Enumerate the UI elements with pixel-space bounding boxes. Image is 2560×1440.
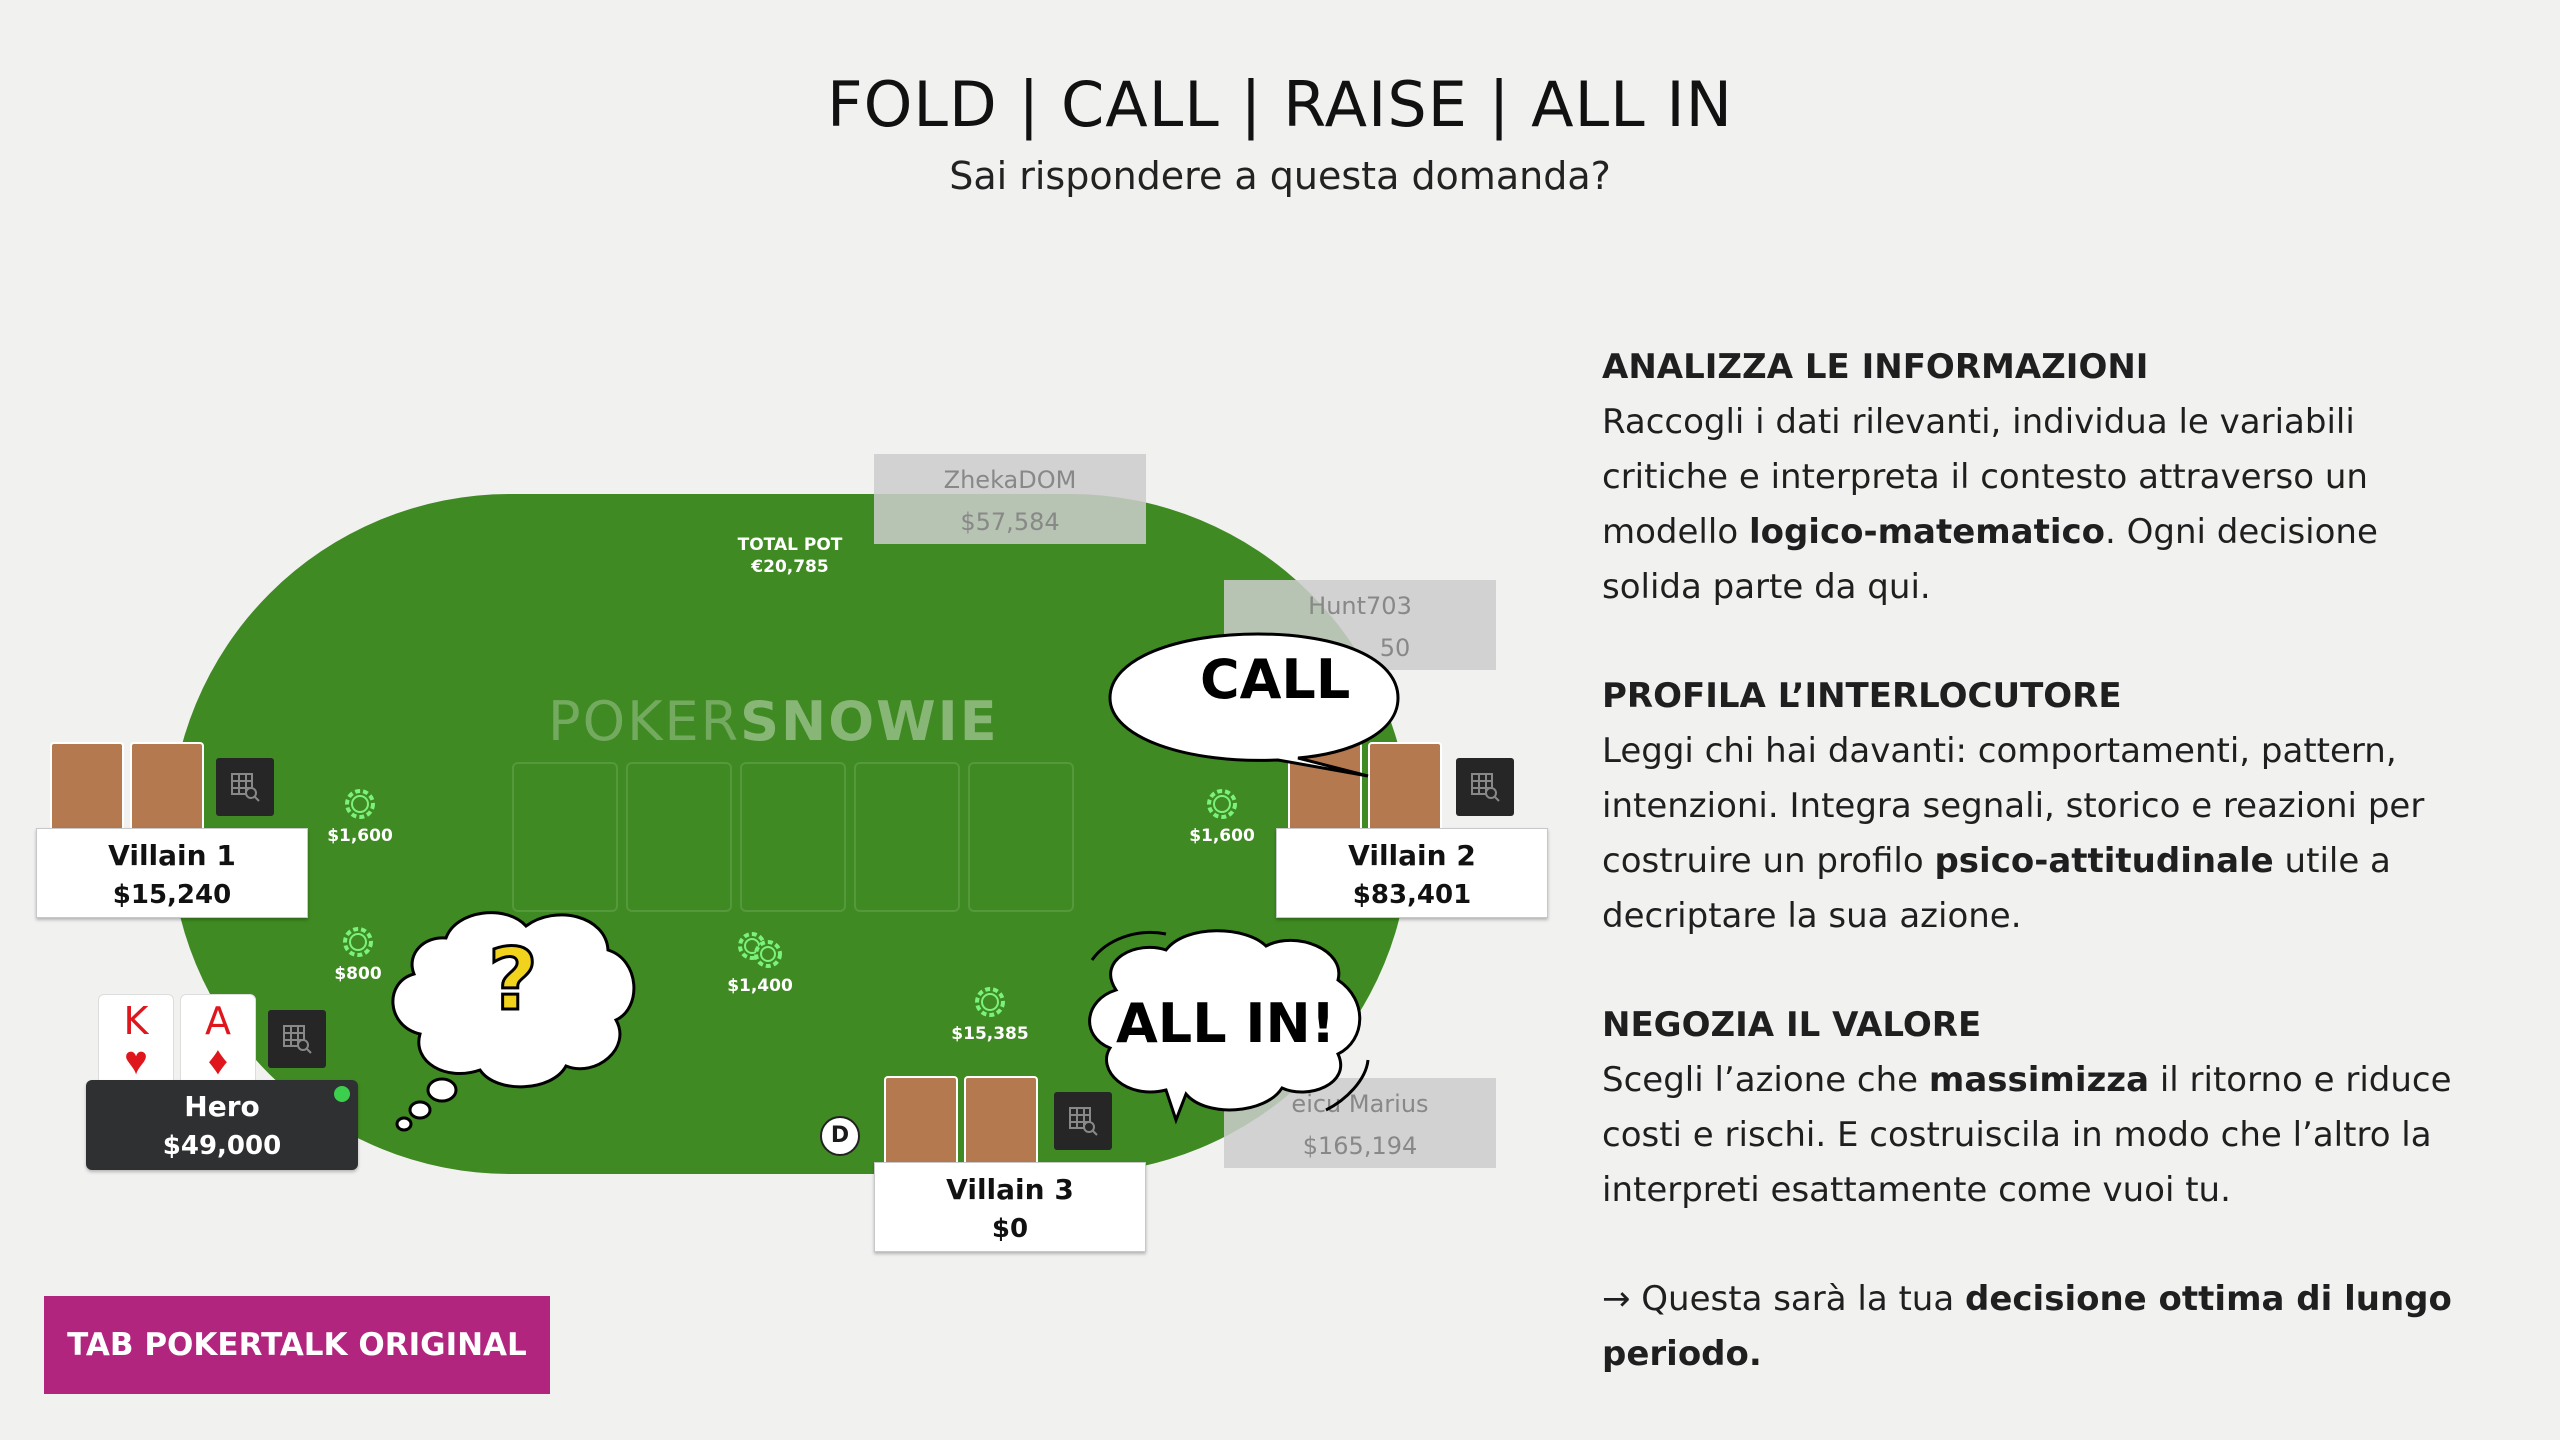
seat-name: Villain 3 xyxy=(946,1173,1074,1206)
bet-amount: $1,600 xyxy=(1189,826,1255,846)
board-slot xyxy=(854,762,960,912)
section-heading: ANALIZZA LE INFORMAZIONI xyxy=(1602,347,2149,387)
seat-name: Villain 1 xyxy=(108,839,236,872)
seat-stack: $0 xyxy=(991,1214,1029,1244)
board-slot xyxy=(740,762,846,912)
body-text: → Questa sarà la tua xyxy=(1602,1279,1965,1319)
diamond-suit-icon: ♦ xyxy=(207,1039,229,1083)
seat-stack: $83,401 xyxy=(1352,880,1472,910)
total-pot: TOTAL POT €20,785 xyxy=(730,534,850,578)
page-title: FOLD | CALL | RAISE | ALL IN xyxy=(826,68,1734,141)
seat-stack: $15,240 xyxy=(112,880,232,910)
seat-name: Hunt703 xyxy=(1308,592,1412,620)
hud-stats-icon[interactable] xyxy=(216,758,274,816)
seat-villain-2[interactable]: Villain 2 $83,401 xyxy=(1276,828,1548,918)
board-slot xyxy=(968,762,1074,912)
card-back xyxy=(964,1076,1038,1162)
bet-amount: $800 xyxy=(334,964,382,984)
chip-icon xyxy=(1207,789,1237,819)
bet-amount: $1,600 xyxy=(327,826,393,846)
tab-pokertalk-button[interactable]: TAB POKERTALK ORIGINAL xyxy=(44,1296,550,1394)
info-panel: ANALIZZA LE INFORMAZIONI Raccogli i dati… xyxy=(1602,340,2482,1436)
watermark-poker: POKER xyxy=(548,690,741,753)
bet-villain-2: $1,600 xyxy=(1162,786,1282,846)
body-text: Raccogli i dati rilevanti, individua le … xyxy=(1602,402,2368,552)
body-bold: decisione ottima di lungo periodo. xyxy=(1602,1279,2452,1374)
body-bold: psico-attitudinale xyxy=(1934,841,2274,881)
section-body: Leggi chi hai davanti: comportamenti, pa… xyxy=(1602,724,2482,944)
pot-chips: $1,400 xyxy=(700,928,820,996)
chip-icon xyxy=(975,987,1005,1017)
card-back xyxy=(130,742,204,828)
body-bold: logico-matematico xyxy=(1748,512,2106,552)
question-mark-icon: ? xyxy=(487,929,540,1032)
seat-stack: $49,000 xyxy=(162,1131,282,1161)
total-pot-value: €20,785 xyxy=(751,557,829,577)
call-text: CALL xyxy=(1200,648,1351,711)
dealer-button: D xyxy=(820,1116,860,1156)
bet-villain-3: $15,385 xyxy=(930,984,1050,1044)
total-pot-label: TOTAL POT xyxy=(737,535,843,555)
shout-bubble-all-in xyxy=(1088,929,1370,1125)
body-text: Leggi chi hai davanti: comportamenti, pa… xyxy=(1602,731,2425,881)
section-heading: NEGOZIA IL VALORE xyxy=(1602,1005,1982,1045)
seat-name: eicu Marius xyxy=(1291,1090,1429,1118)
section-body: Raccogli i dati rilevanti, individua le … xyxy=(1602,395,2482,615)
bet-hero: $800 xyxy=(298,924,418,984)
chip-stack-icon xyxy=(738,932,782,968)
card-back xyxy=(1368,742,1442,828)
hud-stats-icon[interactable] xyxy=(1456,758,1514,816)
seat-hero[interactable]: Hero $49,000 xyxy=(86,1080,358,1170)
seat-stack: $57,584 xyxy=(960,508,1060,536)
board-slot xyxy=(626,762,732,912)
all-in-text: ALL IN! xyxy=(1116,992,1336,1055)
body-text: . Ogni decisione solida parte da qui. xyxy=(1602,512,2378,607)
body-text: Scegli l’azione che xyxy=(1602,1060,1929,1100)
conclusion: → Questa sarà la tua decisione ottima di… xyxy=(1602,1272,2482,1382)
seat-name: ZhekaDOM xyxy=(943,466,1077,494)
seat-stack: $165,194 xyxy=(1302,1132,1418,1160)
chip-icon xyxy=(343,927,373,957)
bet-amount: $1,400 xyxy=(727,976,793,996)
card-rank: K xyxy=(123,999,149,1043)
online-status-dot xyxy=(334,1086,350,1102)
section-heading: PROFILA L’INTERLOCUTORE xyxy=(1602,676,2122,716)
chip-icon xyxy=(345,789,375,819)
seat-villain-1[interactable]: Villain 1 $15,240 xyxy=(36,828,308,918)
speech-bubble-call xyxy=(1108,632,1400,778)
section-body: Scegli l’azione che massimizza il ritorn… xyxy=(1602,1053,2482,1218)
seat-name: Villain 2 xyxy=(1348,839,1476,872)
card-back xyxy=(50,742,124,828)
hud-stats-icon[interactable] xyxy=(1054,1092,1112,1150)
body-bold: massimizza xyxy=(1928,1060,2150,1100)
thought-bubble-hero xyxy=(391,911,636,1132)
seat-name: Hero xyxy=(184,1090,260,1123)
page-subtitle: Sai rispondere a questa domanda? xyxy=(949,154,1611,198)
seat-villain-3[interactable]: Villain 3 $0 xyxy=(874,1162,1146,1252)
body-text: il ritorno e riduce costi e rischi. E co… xyxy=(1602,1060,2452,1210)
hero-card-2: A ♦ xyxy=(180,994,256,1084)
body-text: utile a decriptare la sua azione. xyxy=(1602,841,2391,936)
seat-ghost-top: ZhekaDOM $57,584 xyxy=(874,454,1146,544)
bet-villain-1: $1,600 xyxy=(300,786,420,846)
seat-stack: 50 xyxy=(1379,634,1411,662)
board-slot xyxy=(512,762,618,912)
card-rank: A xyxy=(205,999,231,1043)
hero-card-1: K ♥ xyxy=(98,994,174,1084)
watermark-snowie: SNOWIE xyxy=(740,690,999,753)
hud-stats-icon[interactable] xyxy=(268,1010,326,1068)
heart-suit-icon: ♥ xyxy=(124,1039,148,1083)
bet-amount: $15,385 xyxy=(951,1024,1029,1044)
card-back xyxy=(884,1076,958,1162)
table-watermark: POKERSNOWIE xyxy=(548,690,999,753)
